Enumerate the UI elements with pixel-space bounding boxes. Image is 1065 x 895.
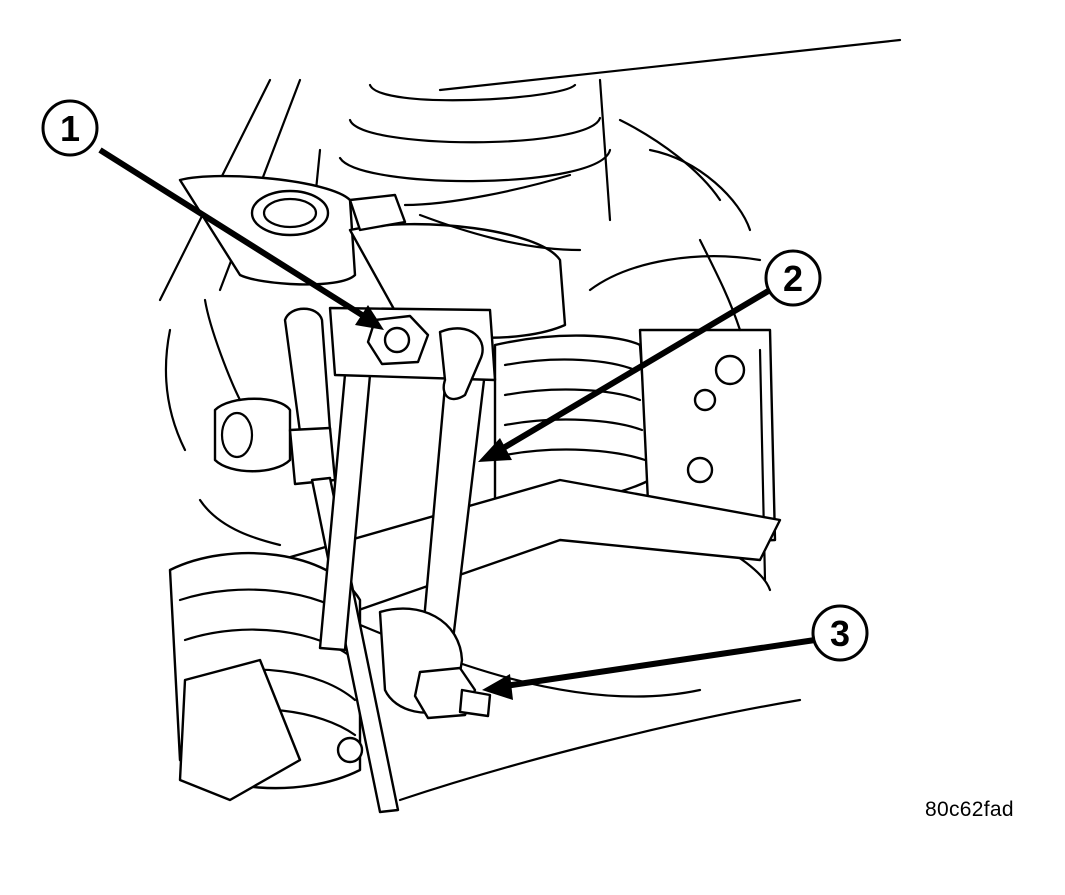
callout-number-1: 1 xyxy=(60,108,80,149)
callout-3: 3 xyxy=(482,604,869,700)
arrowhead-2 xyxy=(478,438,512,462)
chassis-lines xyxy=(164,118,752,547)
figure-id: 80c62fad xyxy=(925,798,1014,821)
callout-circle-1 xyxy=(41,99,99,157)
callout-circle-3 xyxy=(811,604,869,662)
callout-2: 2 xyxy=(478,249,822,462)
callout-circle-2 xyxy=(764,249,822,307)
upper-link-nut xyxy=(366,314,430,366)
drive-shaft-boot xyxy=(493,328,777,592)
callout-number-3: 3 xyxy=(830,613,850,654)
lower-link-nut xyxy=(413,666,492,720)
callout-1: 1 xyxy=(41,99,384,330)
callout-number-2: 2 xyxy=(783,258,803,299)
arrowhead-1 xyxy=(355,305,384,330)
left-bushing xyxy=(213,397,292,473)
strut-body xyxy=(178,173,762,339)
link-bracket xyxy=(438,327,484,401)
arrowhead-3 xyxy=(482,674,513,700)
